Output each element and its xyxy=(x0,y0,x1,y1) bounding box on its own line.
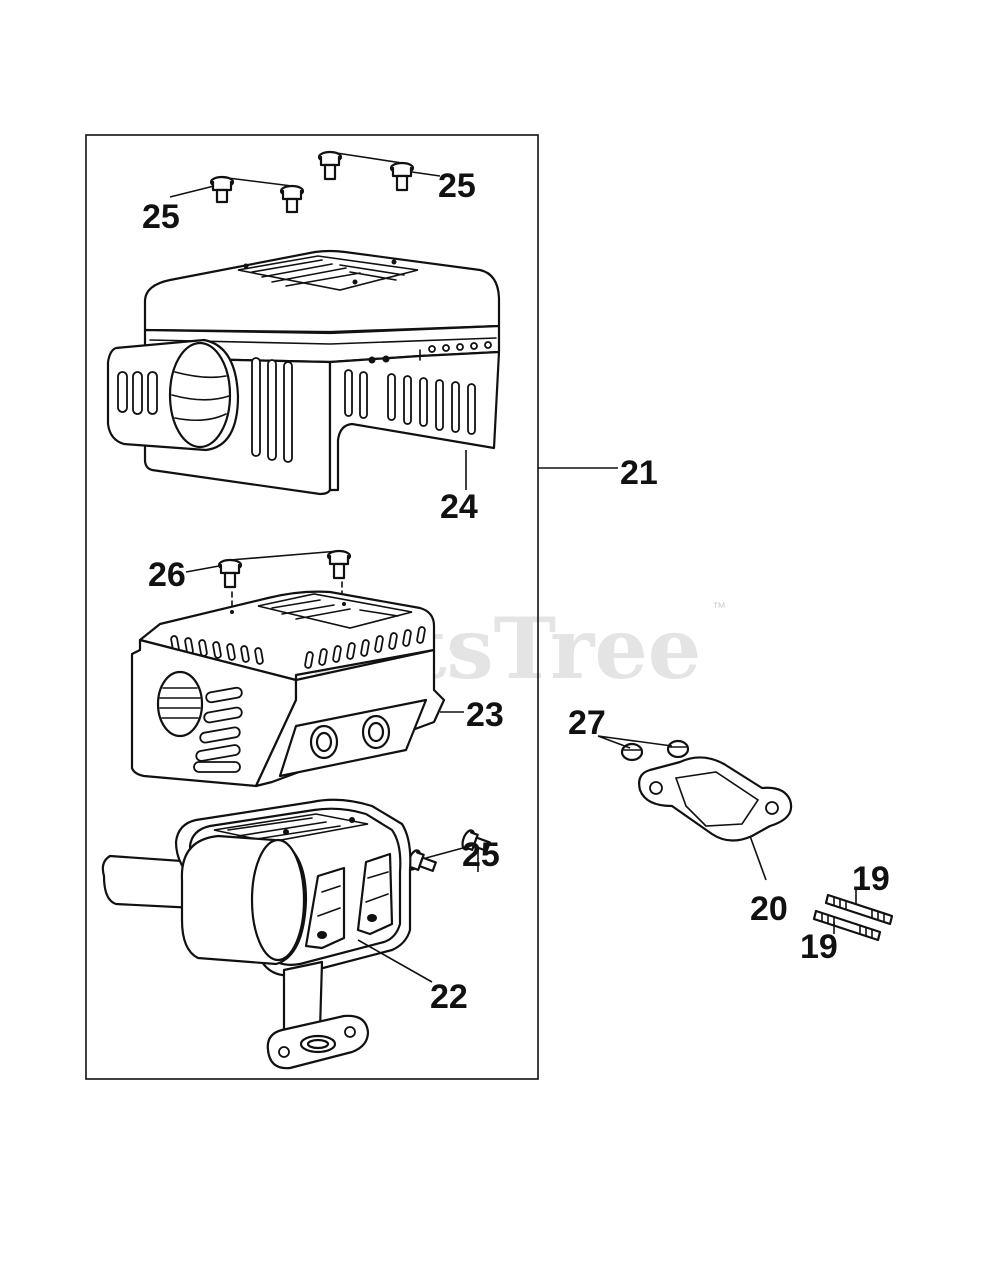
bolt-group-lower[interactable] xyxy=(406,829,491,877)
stud-icon xyxy=(824,893,894,926)
bolt-icon xyxy=(407,849,437,872)
callout-25-top-right[interactable]: 25 xyxy=(438,167,476,205)
leader-line xyxy=(597,735,673,749)
bolt-icon xyxy=(389,161,415,192)
callout-26[interactable]: 26 xyxy=(148,556,186,594)
bolt-group-top-left[interactable] xyxy=(209,175,305,214)
muffler-body[interactable] xyxy=(101,798,412,1070)
stud-icon xyxy=(812,909,882,942)
callout-21[interactable]: 21 xyxy=(620,454,658,492)
callout-labels: 25 25 21 24 26 23 27 25 20 19 19 22 xyxy=(142,167,890,1016)
nut-icon xyxy=(666,739,690,759)
leader-line xyxy=(185,565,220,573)
leader-line xyxy=(169,185,215,198)
callout-25-lower[interactable]: 25 xyxy=(462,836,500,874)
muffler-heat-shield[interactable] xyxy=(130,590,446,788)
callout-19-lower[interactable]: 19 xyxy=(800,928,838,966)
leader-line xyxy=(749,835,767,881)
leader-line xyxy=(357,939,433,983)
callout-25-top-left[interactable]: 25 xyxy=(142,198,180,236)
callout-24[interactable]: 24 xyxy=(440,488,478,526)
exhaust-gasket[interactable] xyxy=(638,756,793,842)
bolt-icon xyxy=(217,558,243,589)
callout-27[interactable]: 27 xyxy=(568,704,606,742)
bolt-icon xyxy=(317,150,343,181)
leader-line xyxy=(229,550,340,561)
nut-icon xyxy=(620,742,644,762)
callout-20[interactable]: 20 xyxy=(750,890,788,928)
bolt-icon xyxy=(326,549,352,580)
bolt-icon xyxy=(461,829,491,852)
leader-line xyxy=(425,844,475,859)
watermark-trademark: ™ xyxy=(712,599,726,615)
bolt-icon xyxy=(209,175,235,204)
bolt-icon xyxy=(279,184,305,214)
nut-pair-27[interactable] xyxy=(620,739,690,762)
callout-19-upper[interactable]: 19 xyxy=(852,860,890,898)
callout-22[interactable]: 22 xyxy=(430,978,468,1016)
leader-line xyxy=(329,151,403,164)
assembly-frame xyxy=(85,134,539,1080)
bolt-group-26[interactable] xyxy=(217,549,352,589)
stud-pair-19[interactable] xyxy=(812,893,894,942)
callout-23[interactable]: 23 xyxy=(466,696,504,734)
shield-vent-row xyxy=(170,626,426,669)
leader-line xyxy=(219,176,293,187)
muffler-outer-cover[interactable] xyxy=(106,249,501,496)
leader-line xyxy=(411,171,441,177)
